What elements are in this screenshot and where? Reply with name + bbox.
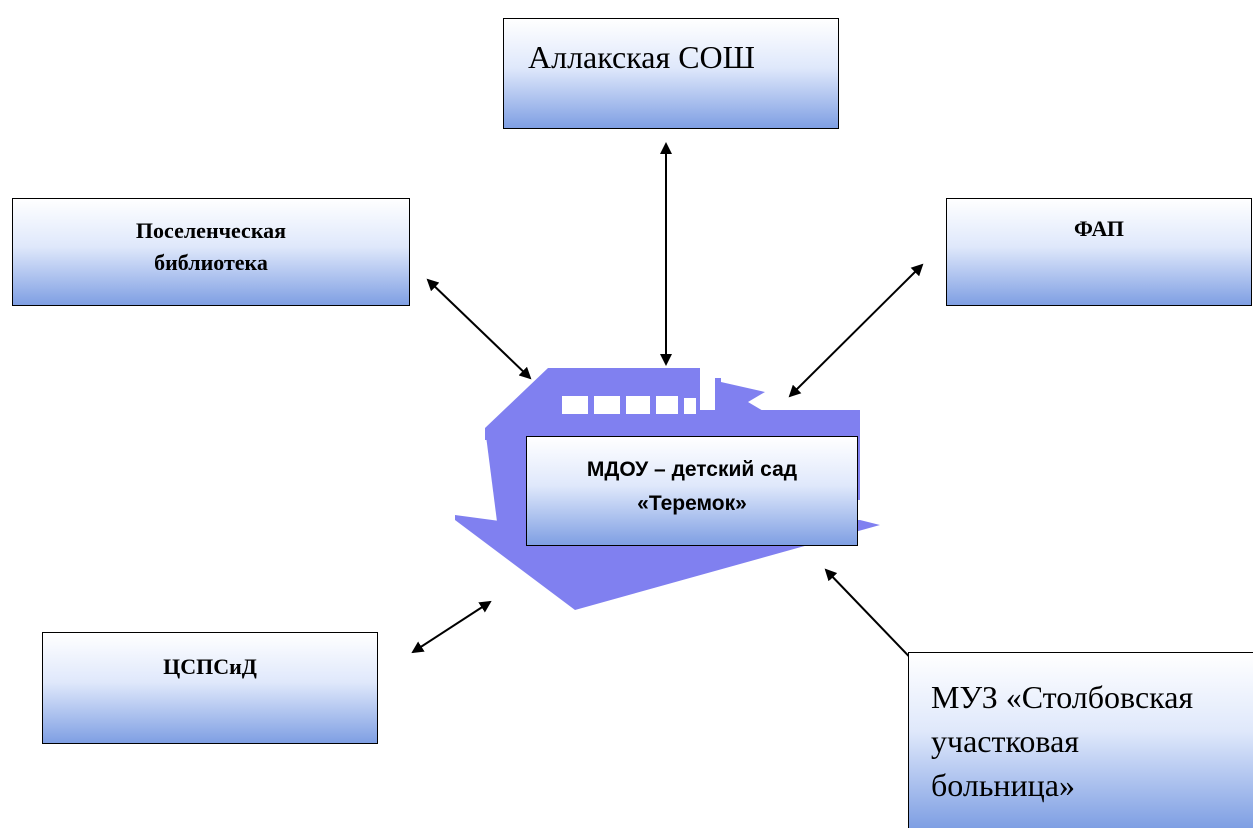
building-windows bbox=[562, 396, 696, 414]
node-cspsid: ЦСПСиД bbox=[42, 632, 378, 744]
node-center: МДОУ – детский сад «Теремок» bbox=[526, 436, 858, 546]
node-fap: ФАП bbox=[946, 198, 1252, 306]
node-hospital: МУЗ «Столбовская участковая больница» bbox=[908, 652, 1253, 828]
node-fap-label: ФАП bbox=[1074, 216, 1124, 241]
node-library-label: Поселенческая библиотека bbox=[135, 218, 287, 275]
arrow-fap bbox=[788, 263, 924, 398]
arrow-library bbox=[426, 278, 532, 380]
node-school: Аллакская СОШ bbox=[503, 18, 839, 129]
node-center-label: МДОУ – детский сад «Теремок» bbox=[586, 458, 798, 515]
node-library: Поселенческая библиотека bbox=[12, 198, 410, 306]
arrow-cspsid bbox=[411, 600, 492, 654]
node-hospital-label: МУЗ «Столбовская участковая больница» bbox=[931, 679, 1194, 803]
node-cspsid-label: ЦСПСиД bbox=[163, 654, 257, 679]
node-school-label: Аллакская СОШ bbox=[528, 39, 755, 75]
